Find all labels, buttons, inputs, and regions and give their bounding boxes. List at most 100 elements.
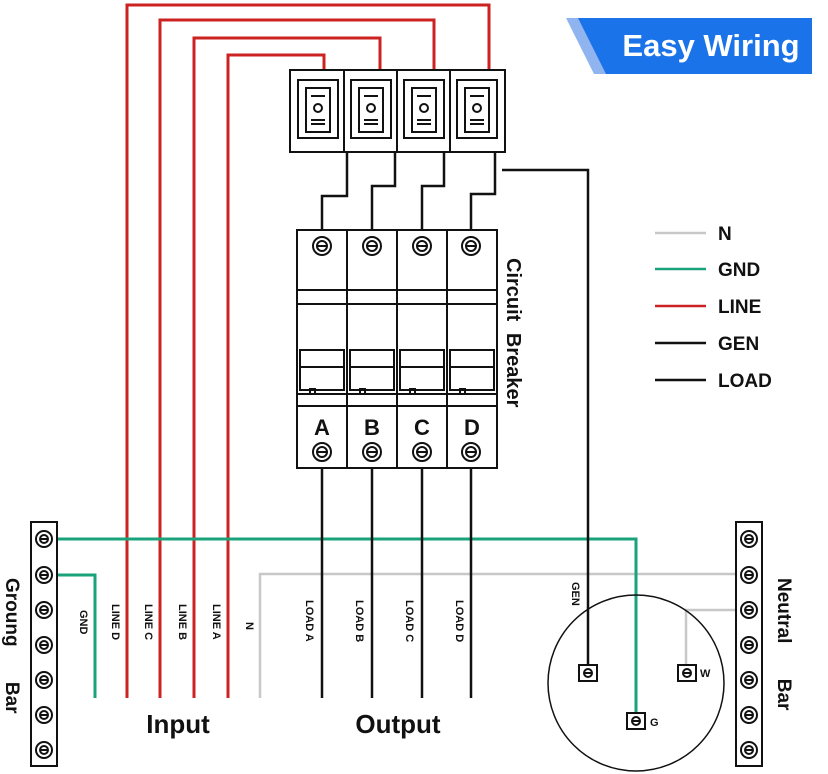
switch-terminal-4-screw bbox=[472, 103, 482, 113]
switch-terminal-3 bbox=[403, 79, 445, 139]
breaker-handle-c-tab bbox=[409, 388, 416, 395]
outlet-gen-terminal bbox=[578, 664, 598, 682]
ground-bar-screw-3 bbox=[35, 601, 53, 619]
breaker-screw-bottom-d bbox=[461, 442, 481, 462]
ground-bar-screw-7 bbox=[35, 741, 53, 759]
legend-label-n: N bbox=[718, 224, 732, 245]
wire-label-line-c: LINE C bbox=[142, 604, 154, 640]
line-wire-d bbox=[125, 3, 491, 698]
neutral-bar-screw-5 bbox=[740, 671, 758, 689]
switch-terminal-2-frame bbox=[350, 79, 392, 139]
pole-label-b: B bbox=[364, 415, 380, 440]
ground-wire-gnd bbox=[55, 573, 97, 698]
line-wire-b bbox=[192, 36, 382, 698]
gen-wire bbox=[502, 168, 590, 665]
neutral-bar-screw-7 bbox=[740, 741, 758, 759]
black-wires bbox=[320, 150, 590, 698]
ground-bar-screw-4 bbox=[35, 636, 53, 654]
line-wire-c bbox=[158, 18, 436, 698]
switch-terminal-1-window bbox=[305, 87, 331, 133]
switch-terminal-1 bbox=[297, 79, 339, 139]
breaker-handle-d-tab bbox=[459, 388, 466, 395]
neutral-bar-label: Neutral Bar bbox=[773, 578, 794, 711]
outlet-g-terminal bbox=[626, 712, 646, 730]
transfer-switch bbox=[289, 69, 506, 153]
switch-terminal-2-screw bbox=[366, 103, 376, 113]
ground-bar-screw-6 bbox=[35, 706, 53, 724]
legend: N GND LINE GEN LOAD bbox=[655, 224, 772, 392]
legend-label-load: LOAD bbox=[718, 371, 772, 392]
switch-terminal-4-window bbox=[464, 87, 490, 133]
outlet-w-label: W bbox=[700, 668, 711, 680]
badge-background bbox=[578, 18, 812, 74]
neutral-bar-screw-2 bbox=[740, 566, 758, 584]
neutral-bar-screw-4 bbox=[740, 636, 758, 654]
neutral-bar-screw-3 bbox=[740, 601, 758, 619]
switch-terminal-1-screw bbox=[313, 103, 323, 113]
ground-bar-screw-2 bbox=[35, 566, 53, 584]
wire-label-gen: GEN bbox=[569, 582, 581, 606]
neutral-bar-screw-1 bbox=[740, 530, 758, 548]
breaker-screw-top-c bbox=[412, 236, 432, 256]
legend-label-gnd: GND bbox=[718, 260, 760, 281]
ground-bar-label: Groung Bar bbox=[1, 578, 22, 714]
switch-terminal-3-frame bbox=[403, 79, 445, 139]
neutral-wires bbox=[258, 572, 742, 698]
breaker-screw-bottom-a bbox=[312, 442, 332, 462]
badge-text: Easy Wiring bbox=[622, 28, 799, 63]
breaker-screw-top-a bbox=[312, 236, 332, 256]
switch-terminal-4 bbox=[456, 79, 498, 139]
outlet-g-label: G bbox=[650, 717, 659, 729]
breaker-handle-d bbox=[449, 349, 495, 395]
switch-terminal-2-window bbox=[358, 87, 384, 133]
wire-label-load-a: LOAD A bbox=[303, 600, 315, 642]
link-wire-c bbox=[420, 150, 446, 232]
breaker-handle-a bbox=[299, 349, 345, 395]
neutral-wire bbox=[258, 572, 742, 698]
switch-terminal-1-frame bbox=[297, 79, 339, 139]
link-wire-b bbox=[370, 150, 397, 232]
breaker-screw-top-b bbox=[362, 236, 382, 256]
outlet-w-terminal bbox=[677, 664, 697, 682]
wire-label-line-b: LINE B bbox=[176, 604, 188, 640]
breaker-title: Circuit Breaker bbox=[502, 258, 524, 408]
wire-label-gnd: GND bbox=[77, 610, 89, 635]
breaker-handle-c bbox=[399, 349, 445, 395]
output-group-label: Output bbox=[355, 709, 441, 739]
switch-terminal-4-frame bbox=[456, 79, 498, 139]
breaker-handle-b-body bbox=[349, 349, 395, 391]
breaker-handle-b bbox=[349, 349, 395, 395]
circuit-breaker bbox=[296, 229, 498, 469]
link-wire-a bbox=[320, 150, 349, 232]
pole-label-a: A bbox=[314, 415, 330, 440]
input-group-label: Input bbox=[146, 709, 210, 739]
breaker-handle-b-tab bbox=[359, 388, 366, 395]
line-wire-a bbox=[226, 53, 326, 698]
wire-label-load-c: LOAD C bbox=[403, 600, 415, 642]
pole-label-c: C bbox=[414, 415, 430, 440]
breaker-handle-c-body bbox=[399, 349, 445, 391]
ground-wires bbox=[55, 537, 638, 715]
link-wire-d bbox=[469, 150, 497, 232]
ground-wire-outlet bbox=[55, 537, 638, 715]
switch-terminal-2 bbox=[350, 79, 392, 139]
pole-label-d: D bbox=[464, 415, 480, 440]
legend-label-line: LINE bbox=[718, 297, 761, 318]
ground-bar-screw-1 bbox=[35, 530, 53, 548]
legend-label-gen: GEN bbox=[718, 334, 759, 355]
wire-label-n: N bbox=[243, 622, 255, 630]
outlet-neutral-wire bbox=[684, 608, 742, 665]
wire-label-load-d: LOAD D bbox=[453, 600, 465, 642]
easy-wiring-badge: Easy Wiring bbox=[566, 18, 812, 74]
generator-outlet bbox=[547, 594, 725, 772]
breaker-screw-top-d bbox=[461, 236, 481, 256]
wire-label-load-b: LOAD B bbox=[353, 600, 365, 642]
neutral-bar-screw-6 bbox=[740, 706, 758, 724]
breaker-screw-bottom-c bbox=[412, 442, 432, 462]
wire-label-line-d: LINE D bbox=[109, 604, 121, 640]
switch-terminal-3-window bbox=[411, 87, 437, 133]
outlet-face bbox=[547, 594, 725, 772]
ground-bar-screw-5 bbox=[35, 671, 53, 689]
